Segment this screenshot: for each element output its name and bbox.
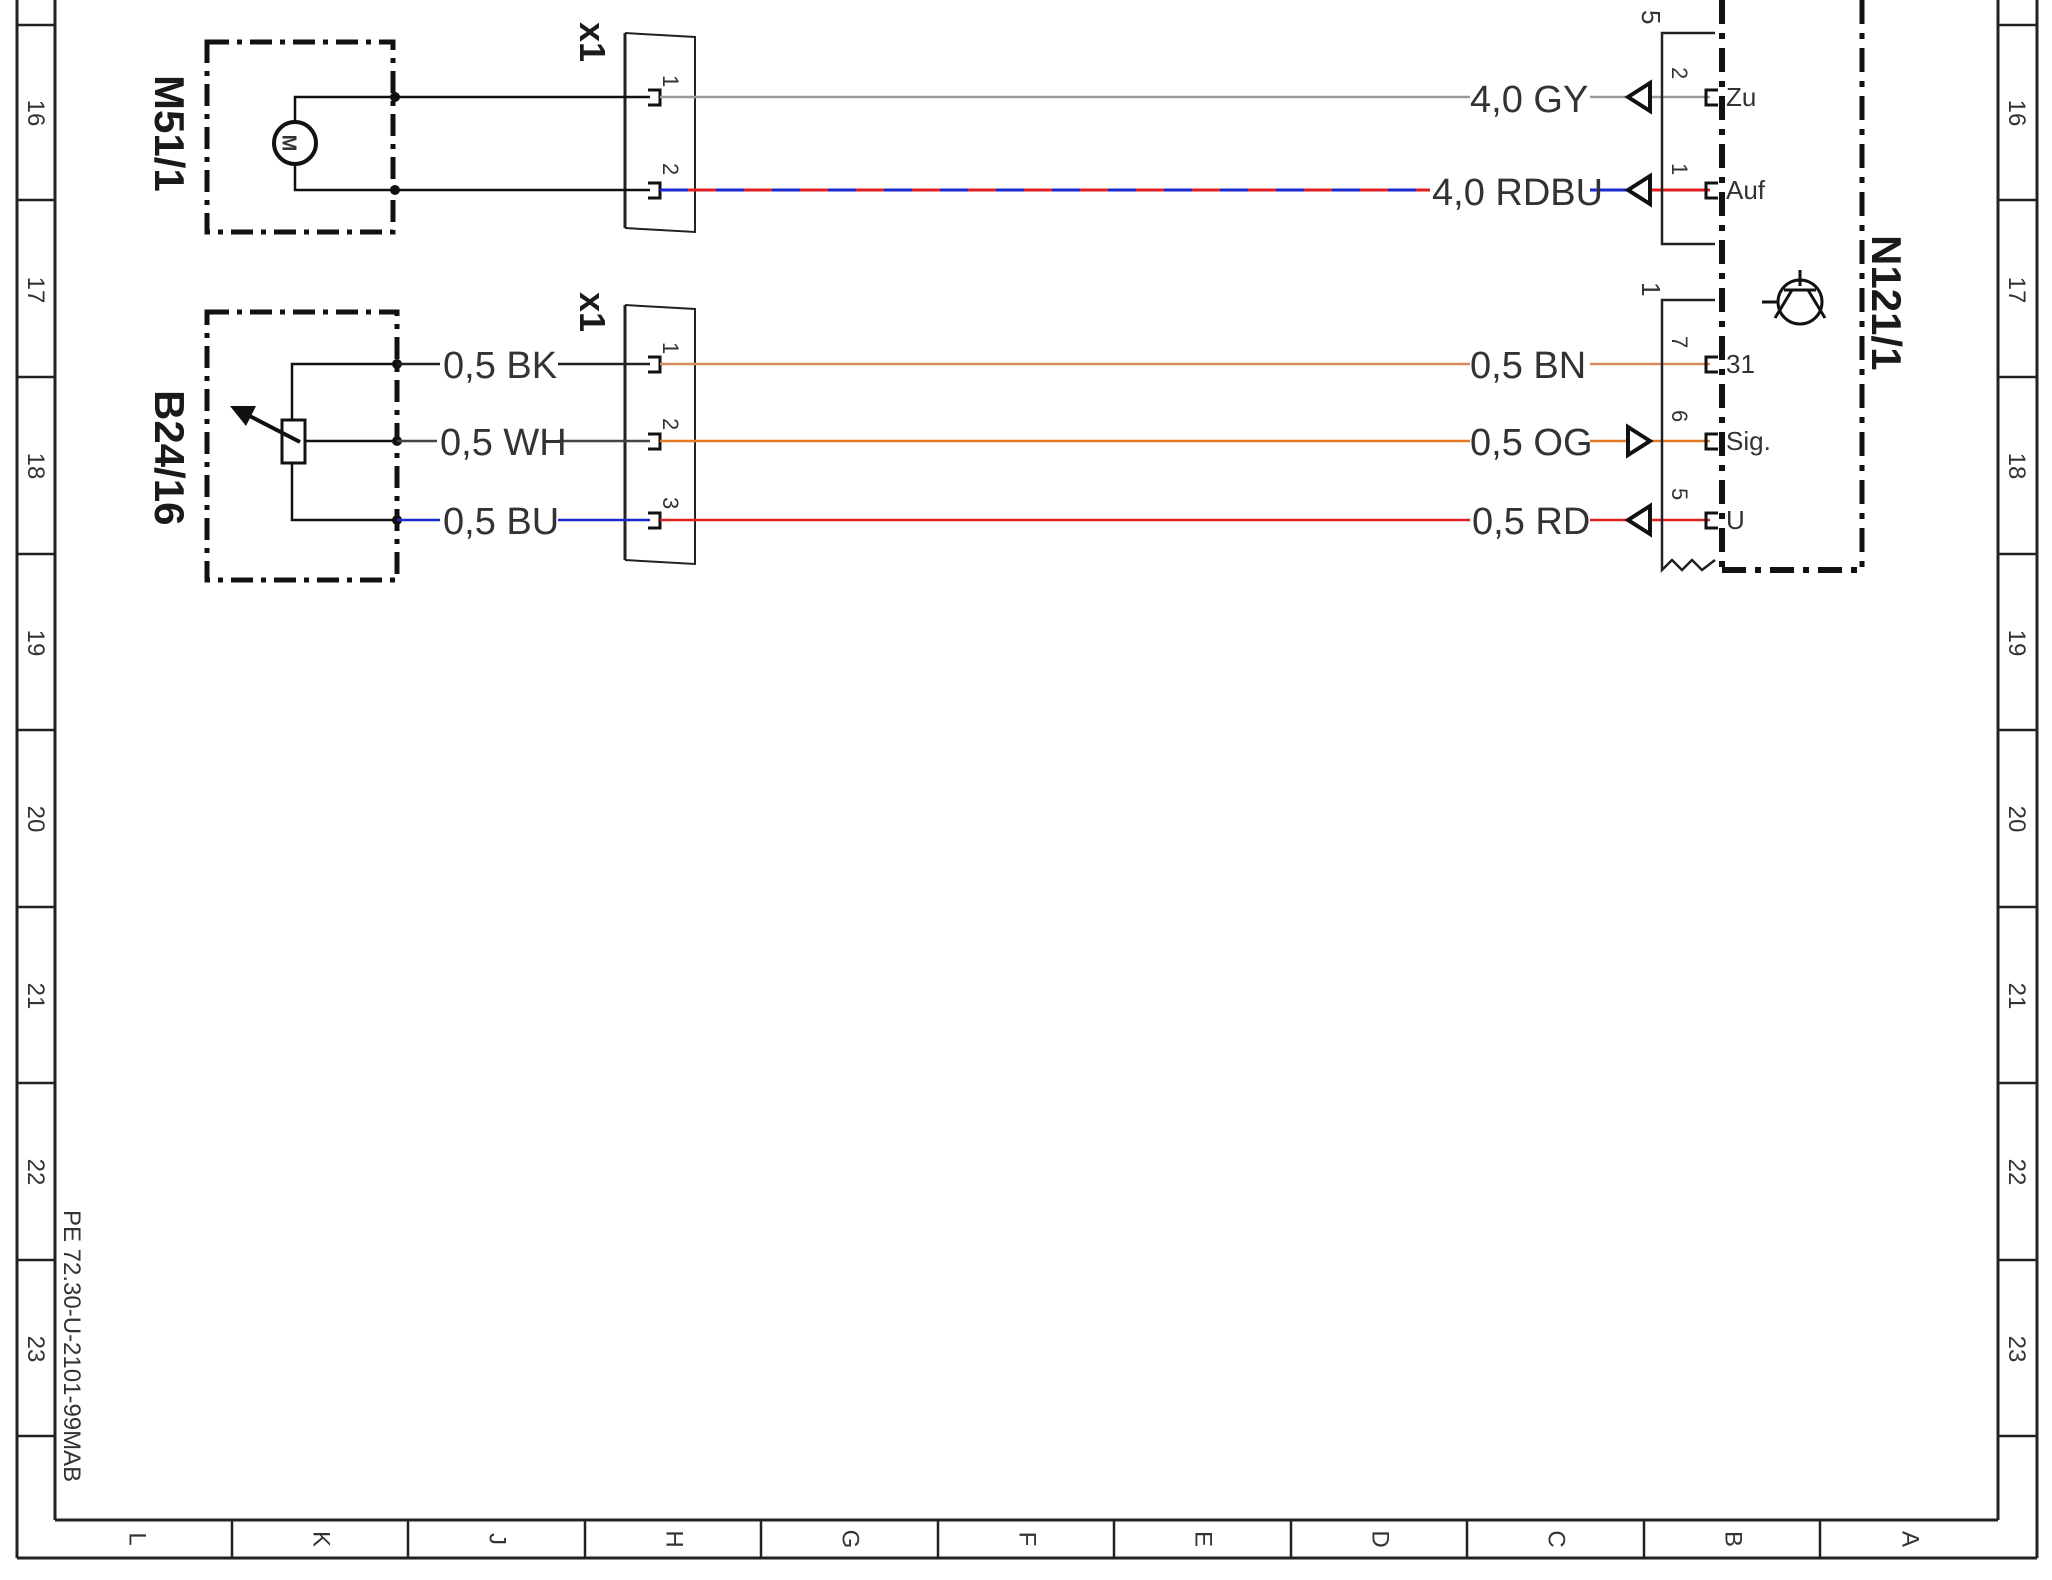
wire-label: 0,5 OG xyxy=(1470,422,1593,464)
column-label: C xyxy=(1543,1530,1570,1547)
row-label: 17 xyxy=(2003,277,2030,304)
connector-id: 5 xyxy=(1636,10,1666,24)
signal-arrows xyxy=(1624,79,1654,538)
wire-label: 0,5 BU xyxy=(443,501,559,543)
row-label: 18 xyxy=(22,453,49,480)
column-label: F xyxy=(1014,1532,1041,1547)
potentiometer-icon xyxy=(280,418,307,465)
pin-signal-label: Sig. xyxy=(1726,426,1771,456)
column-label: L xyxy=(124,1532,151,1545)
sensor-b24-16: B24/16 xyxy=(146,309,402,583)
pin-number: 2 xyxy=(658,163,683,175)
row-label: 21 xyxy=(2003,983,2030,1010)
column-label: K xyxy=(308,1531,335,1547)
control-unit-n121-1: N121/1 xyxy=(1719,0,1910,573)
column-labels: L K J H G F E D C B A xyxy=(124,1530,1924,1549)
output-arrow-icon xyxy=(1626,423,1654,459)
wire-label: 0,5 BN xyxy=(1470,345,1586,387)
connector-id: 1 xyxy=(1636,282,1666,296)
connector-id: x1 xyxy=(572,292,613,332)
pin-number: 1 xyxy=(658,342,683,354)
motor-long-wires xyxy=(660,95,1710,192)
input-arrow-icon xyxy=(1624,79,1652,115)
pin-signal-label: Auf xyxy=(1726,175,1766,205)
wire-label: 0,5 RD xyxy=(1472,501,1590,543)
row-labels-left: 16 17 18 19 20 21 22 23 xyxy=(22,100,49,1363)
row-dividers xyxy=(17,23,2037,1438)
connector-x1-top: x1 1 2 xyxy=(572,22,696,234)
row-label: 19 xyxy=(22,630,49,657)
motor-m51-1: M M51/1 xyxy=(146,39,400,235)
column-label: J xyxy=(484,1533,511,1545)
motor-icon xyxy=(272,120,318,166)
row-label: 20 xyxy=(2003,806,2030,833)
row-label: 22 xyxy=(22,1159,49,1186)
row-label: 16 xyxy=(2003,100,2030,127)
pin-signal-label: 31 xyxy=(1726,349,1755,379)
motor-id: M51/1 xyxy=(146,75,193,192)
pin-number: 7 xyxy=(1667,336,1692,348)
control-unit-id: N121/1 xyxy=(1863,235,1910,370)
wire-label: 0,5 BK xyxy=(443,345,557,387)
wire-label: 4,0 RDBU xyxy=(1432,172,1603,214)
pin-number: 3 xyxy=(658,497,683,509)
pin-signal-label: U xyxy=(1726,505,1745,535)
connector-x1-bottom: x1 1 2 3 xyxy=(572,292,696,566)
drawing-frame xyxy=(15,0,2039,1560)
row-label: 17 xyxy=(22,277,49,304)
row-label: 23 xyxy=(2003,1336,2030,1363)
row-label: 18 xyxy=(2003,453,2030,480)
transistor-icon xyxy=(1762,270,1827,326)
wire-label: 4,0 GY xyxy=(1470,79,1588,121)
input-arrow-icon xyxy=(1624,502,1652,538)
column-label: B xyxy=(1720,1531,1747,1547)
motor-short-wires xyxy=(395,95,650,192)
connector-id: x1 xyxy=(572,22,613,62)
arrow-icon xyxy=(230,406,256,426)
row-label: 22 xyxy=(2003,1159,2030,1186)
column-label: H xyxy=(661,1530,688,1547)
column-label: E xyxy=(1190,1531,1217,1547)
row-label: 16 xyxy=(22,100,49,127)
motor-symbol: M xyxy=(278,135,300,152)
pin-number: 1 xyxy=(1667,163,1692,175)
row-label: 19 xyxy=(2003,630,2030,657)
column-dividers xyxy=(230,1520,1822,1558)
row-label: 21 xyxy=(22,983,49,1010)
sensor-long-wires xyxy=(660,362,1710,522)
sensor-id: B24/16 xyxy=(146,390,193,525)
document-id: PE 72.30-U-2101-99MAB xyxy=(58,1210,85,1482)
wire-label: 0,5 WH xyxy=(440,422,567,464)
pin-number: 1 xyxy=(658,75,683,87)
row-label: 20 xyxy=(22,806,49,833)
cu-connector-top xyxy=(1660,31,1715,246)
column-label: G xyxy=(837,1530,864,1549)
sensor-short-wires xyxy=(397,362,650,522)
pin-number: 2 xyxy=(658,418,683,430)
column-label: D xyxy=(1367,1530,1394,1547)
row-labels-right: 16 17 18 19 20 21 22 23 xyxy=(2003,100,2030,1363)
pin-number: 6 xyxy=(1667,410,1692,422)
input-arrow-icon xyxy=(1624,172,1652,208)
pin-number: 5 xyxy=(1667,488,1692,500)
cu-connector-bottom xyxy=(1660,298,1716,574)
pin-signal-label: Zu xyxy=(1726,82,1756,112)
row-label: 23 xyxy=(22,1336,49,1363)
pin-number: 2 xyxy=(1667,67,1692,79)
column-label: A xyxy=(1897,1531,1924,1547)
